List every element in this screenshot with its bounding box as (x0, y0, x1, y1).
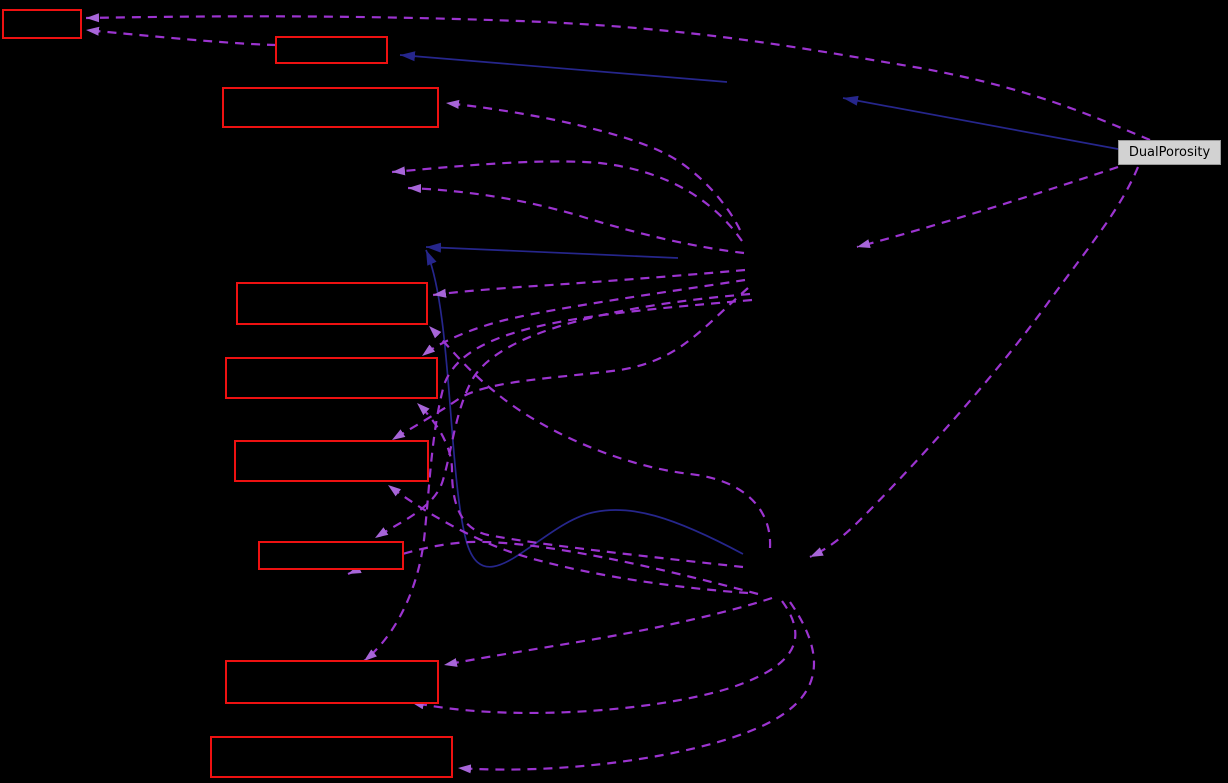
node-dualporosity[interactable]: DualPorosity (1118, 140, 1221, 165)
edge-usage-13 (391, 287, 749, 441)
edge-usage-17 (416, 402, 744, 569)
edge-inheritance-2 (425, 242, 679, 259)
node-8[interactable] (225, 660, 439, 704)
node-9[interactable] (210, 736, 453, 778)
edge-usage-10 (407, 184, 745, 255)
node-3[interactable] (222, 87, 439, 128)
edge-usage-20 (443, 596, 773, 667)
edge-usage-4 (85, 13, 1151, 142)
edge-usage-11 (432, 268, 746, 298)
edge-usage-22 (457, 601, 815, 774)
edge-inheritance-0 (842, 95, 1119, 150)
node-1[interactable] (2, 9, 82, 39)
edge-usage-19 (347, 540, 759, 596)
edge-usage-12 (421, 278, 746, 357)
node-7[interactable] (258, 541, 404, 570)
node-2[interactable] (275, 36, 388, 64)
nodes-layer (2, 9, 453, 778)
edge-usage-5 (85, 26, 277, 47)
edge-inheritance-1 (399, 51, 728, 83)
edge-inheritance-3 (425, 249, 744, 568)
edge-usage-16 (428, 325, 772, 549)
node-5[interactable] (225, 357, 438, 399)
edge-usage-21 (410, 600, 797, 715)
edge-usage-7 (809, 166, 1140, 558)
edge-usage-15 (363, 298, 753, 662)
edge-usage-6 (856, 165, 1119, 249)
edge-usage-8 (445, 99, 741, 231)
node-4[interactable] (236, 282, 428, 325)
edge-usage-9 (391, 160, 743, 242)
edge-usage-14 (374, 292, 751, 539)
node-6[interactable] (234, 440, 429, 482)
